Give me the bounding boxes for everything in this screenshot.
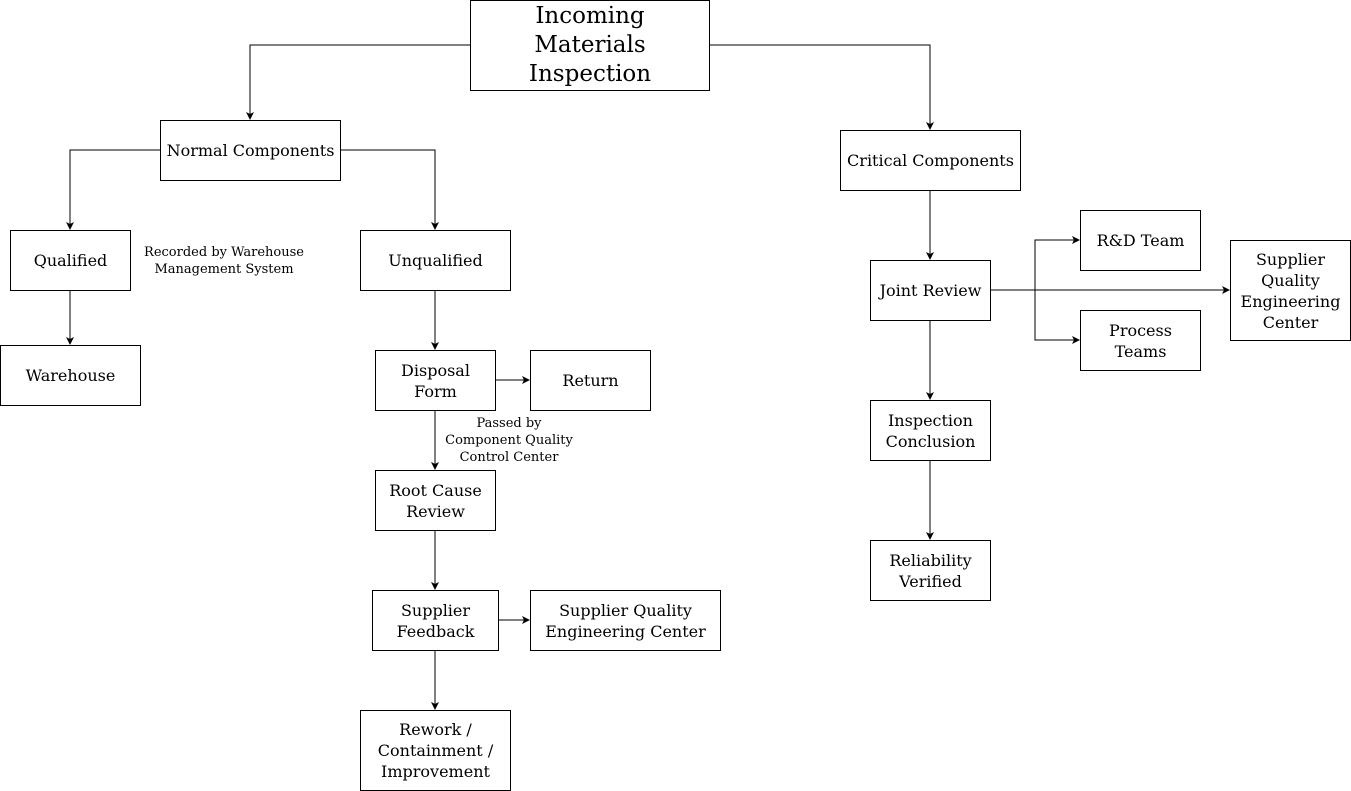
- edge-normal-to-qualified: [66, 149, 160, 230]
- edge-normal-to-unqualified: [340, 149, 439, 230]
- node-rnd-team: R&D Team: [1080, 210, 1201, 271]
- node-incoming-materials-inspection: Incoming Materials Inspection: [470, 0, 710, 91]
- note-passed-by-cqcc: Passed by Component Quality Control Cent…: [445, 416, 573, 465]
- node-return: Return: [530, 350, 651, 411]
- node-root-cause-review: Root Cause Review: [375, 470, 496, 531]
- note-recorded-by-wms: Recorded by Warehouse Management System: [144, 245, 304, 277]
- node-rework-containment-improvement: Rework / Containment / Improvement: [360, 710, 511, 791]
- node-disposal-form: Disposal Form: [375, 350, 496, 411]
- node-supplier-quality-engineering-center-right: Supplier Quality Engineering Center: [1230, 240, 1351, 341]
- node-critical-components: Critical Components: [840, 130, 1021, 191]
- edge-joint-review-to-rnd: [1034, 236, 1080, 290]
- node-qualified: Qualified: [10, 230, 131, 291]
- edge-root-to-normal: [246, 44, 470, 120]
- node-process-teams: Process Teams: [1080, 310, 1201, 371]
- edge-joint-review-to-process: [1034, 290, 1080, 344]
- node-reliability-verified: Reliability Verified: [870, 540, 991, 601]
- node-supplier-feedback: Supplier Feedback: [372, 590, 499, 651]
- edge-root-to-critical: [710, 44, 934, 130]
- node-joint-review: Joint Review: [870, 260, 991, 321]
- node-unqualified: Unqualified: [360, 230, 511, 291]
- node-supplier-quality-engineering-center-left: Supplier Quality Engineering Center: [530, 590, 721, 651]
- node-inspection-conclusion: Inspection Conclusion: [870, 400, 991, 461]
- node-warehouse: Warehouse: [0, 345, 141, 406]
- node-normal-components: Normal Components: [160, 120, 341, 181]
